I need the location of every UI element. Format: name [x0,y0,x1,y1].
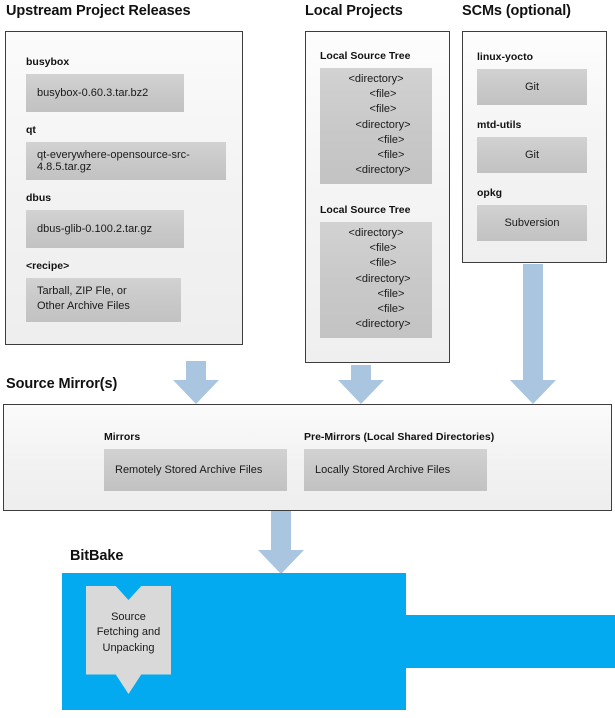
mirror-item-value-mirrors: Remotely Stored Archive Files [104,449,287,491]
local-tree-label-2: Local Source Tree [320,204,411,216]
heading-bitbake: BitBake [70,548,124,564]
heading-local-projects: Local Projects [305,3,403,19]
tree2-line-5: <file> [377,303,405,316]
panel-source-mirrors: Mirrors Remotely Stored Archive Files Pr… [3,404,612,511]
tree1-line-1: <file> [369,88,397,101]
tree2-line-6: <directory> [355,318,411,331]
scm-item-value-mtd-utils: Git [477,137,587,173]
tree1-line-6: <directory> [355,164,411,177]
local-tree-label-1: Local Source Tree [320,50,411,62]
arrow-upstream-to-mirrors-icon [173,361,219,404]
tree2-line-0: <directory> [348,227,404,239]
tree2-line-2: <file> [369,257,397,270]
upstream-item-label-qt: qt [26,124,36,136]
panel-upstream-project-releases: busybox busybox-0.60.3.tar.bz2 qt qt-eve… [5,31,243,345]
bitbake-task-line-1: Source [111,610,146,623]
upstream-item-label-dbus: dbus [26,192,52,204]
mirror-item-value-pre-mirrors: Locally Stored Archive Files [304,449,487,491]
local-source-tree-1: <directory> <file> <file> <directory> <f… [320,68,432,184]
mirror-item-label-mirrors: Mirrors [104,431,141,443]
heading-scms: SCMs (optional) [462,3,571,19]
tree1-line-3: <directory> [355,118,411,131]
tree1-line-4: <file> [377,133,405,146]
upstream-item-label-busybox: busybox [26,56,70,68]
heading-upstream-project-releases: Upstream Project Releases [6,3,191,19]
tree1-line-5: <file> [377,149,405,162]
scm-item-label-opkg: opkg [477,187,503,199]
heading-source-mirrors: Source Mirror(s) [6,376,118,392]
upstream-item-value-dbus: dbus-glib-0.100.2.tar.gz [26,210,184,248]
bitbake-task-line-2: Fetching and [96,626,161,639]
local-source-tree-2: <directory> <file> <file> <directory> <f… [320,222,432,338]
mirror-item-label-pre-mirrors: Pre-Mirrors (Local Shared Directories) [304,431,495,443]
panel-scms: linux-yocto Git mtd-utils Git opkg Subve… [462,31,607,263]
panel-local-projects: Local Source Tree <directory> <file> <fi… [305,31,450,363]
tree1-line-0: <directory> [348,73,404,85]
recipe-value-line-2: Other Archive Files [37,300,130,312]
scm-item-label-linux-yocto: linux-yocto [477,51,534,63]
tree2-line-4: <file> [377,287,405,300]
tree2-line-3: <directory> [355,272,411,285]
scm-item-value-opkg: Subversion [477,205,587,241]
bitbake-task-line-3: Unpacking [102,641,155,654]
upstream-item-value-qt: qt-everywhere-opensource-src-4.8.5.tar.g… [26,142,226,180]
upstream-item-value-busybox: busybox-0.60.3.tar.bz2 [26,74,184,112]
scm-item-value-linux-yocto: Git [477,69,587,105]
upstream-item-label-recipe: <recipe> [26,260,70,272]
recipe-value-line-1: Tarball, ZIP Fle, or [37,285,127,297]
scm-item-label-mtd-utils: mtd-utils [477,119,522,131]
tree2-line-1: <file> [369,242,397,255]
tree1-line-2: <file> [369,103,397,116]
arrow-scms-to-mirrors-icon [510,264,556,404]
arrow-mirrors-to-bitbake-icon [258,511,304,574]
bitbake-task-text: Source Fetching and Unpacking [97,610,161,657]
arrow-local-to-mirrors-icon [338,365,384,404]
upstream-item-value-recipe: Tarball, ZIP Fle, or Other Archive Files [26,278,181,322]
